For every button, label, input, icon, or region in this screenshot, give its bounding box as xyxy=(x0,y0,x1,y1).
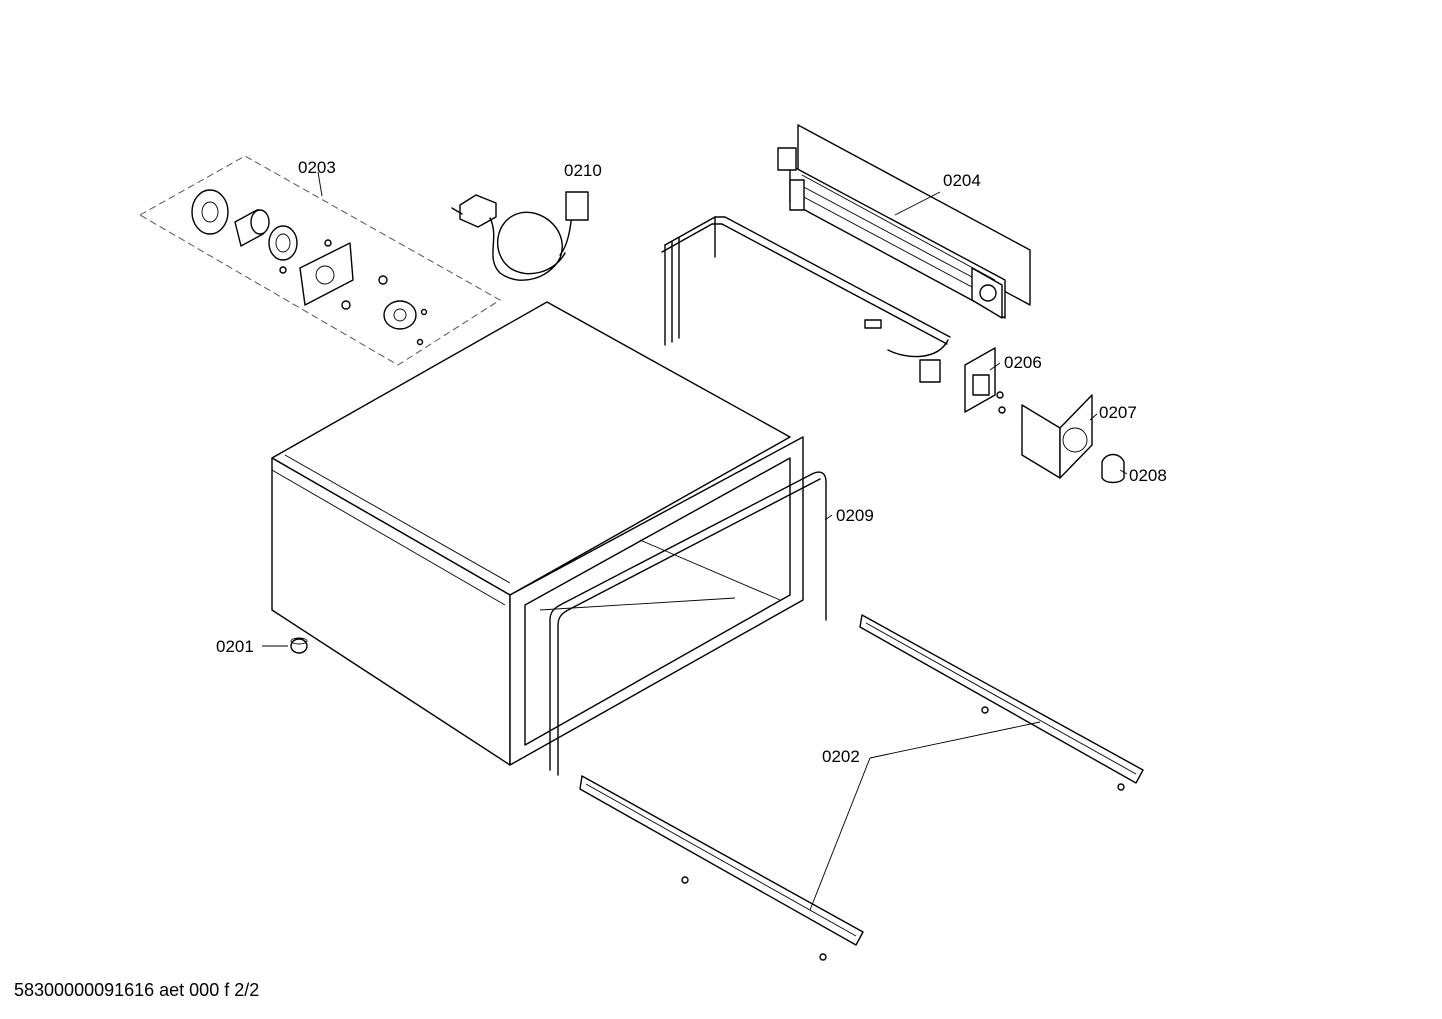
part-0206-switch-plate xyxy=(964,347,1006,414)
part-0203-control-assembly xyxy=(138,155,501,366)
callout-0203: 0203 xyxy=(298,158,336,177)
callout-0209: 0209 xyxy=(836,506,874,525)
callout-labels: 0201 0202 0203 0204 0206 0207 0208 0209 … xyxy=(216,158,1167,766)
part-0210-mains-cable xyxy=(451,191,589,281)
part-0204-fan-unit xyxy=(777,124,1031,319)
callout-0201: 0201 xyxy=(216,637,254,656)
part-0209-seal xyxy=(549,471,827,776)
callout-0208: 0208 xyxy=(1129,466,1167,485)
wiring-harness xyxy=(661,216,951,383)
housing-box xyxy=(271,301,804,766)
part-0207-bracket xyxy=(1021,394,1093,479)
callout-0210: 0210 xyxy=(564,161,602,180)
callout-0207: 0207 xyxy=(1099,403,1137,422)
leader-lines xyxy=(824,191,1128,521)
part-0208-knob xyxy=(1101,453,1125,484)
part-0201-foot xyxy=(262,637,308,654)
callout-0202: 0202 xyxy=(822,747,860,766)
callout-0206: 0206 xyxy=(1004,353,1042,372)
document-code: 58300000091616 aet 000 f 2/2 xyxy=(14,980,260,1000)
part-0202-rails xyxy=(579,614,1144,961)
callout-0204: 0204 xyxy=(943,171,981,190)
